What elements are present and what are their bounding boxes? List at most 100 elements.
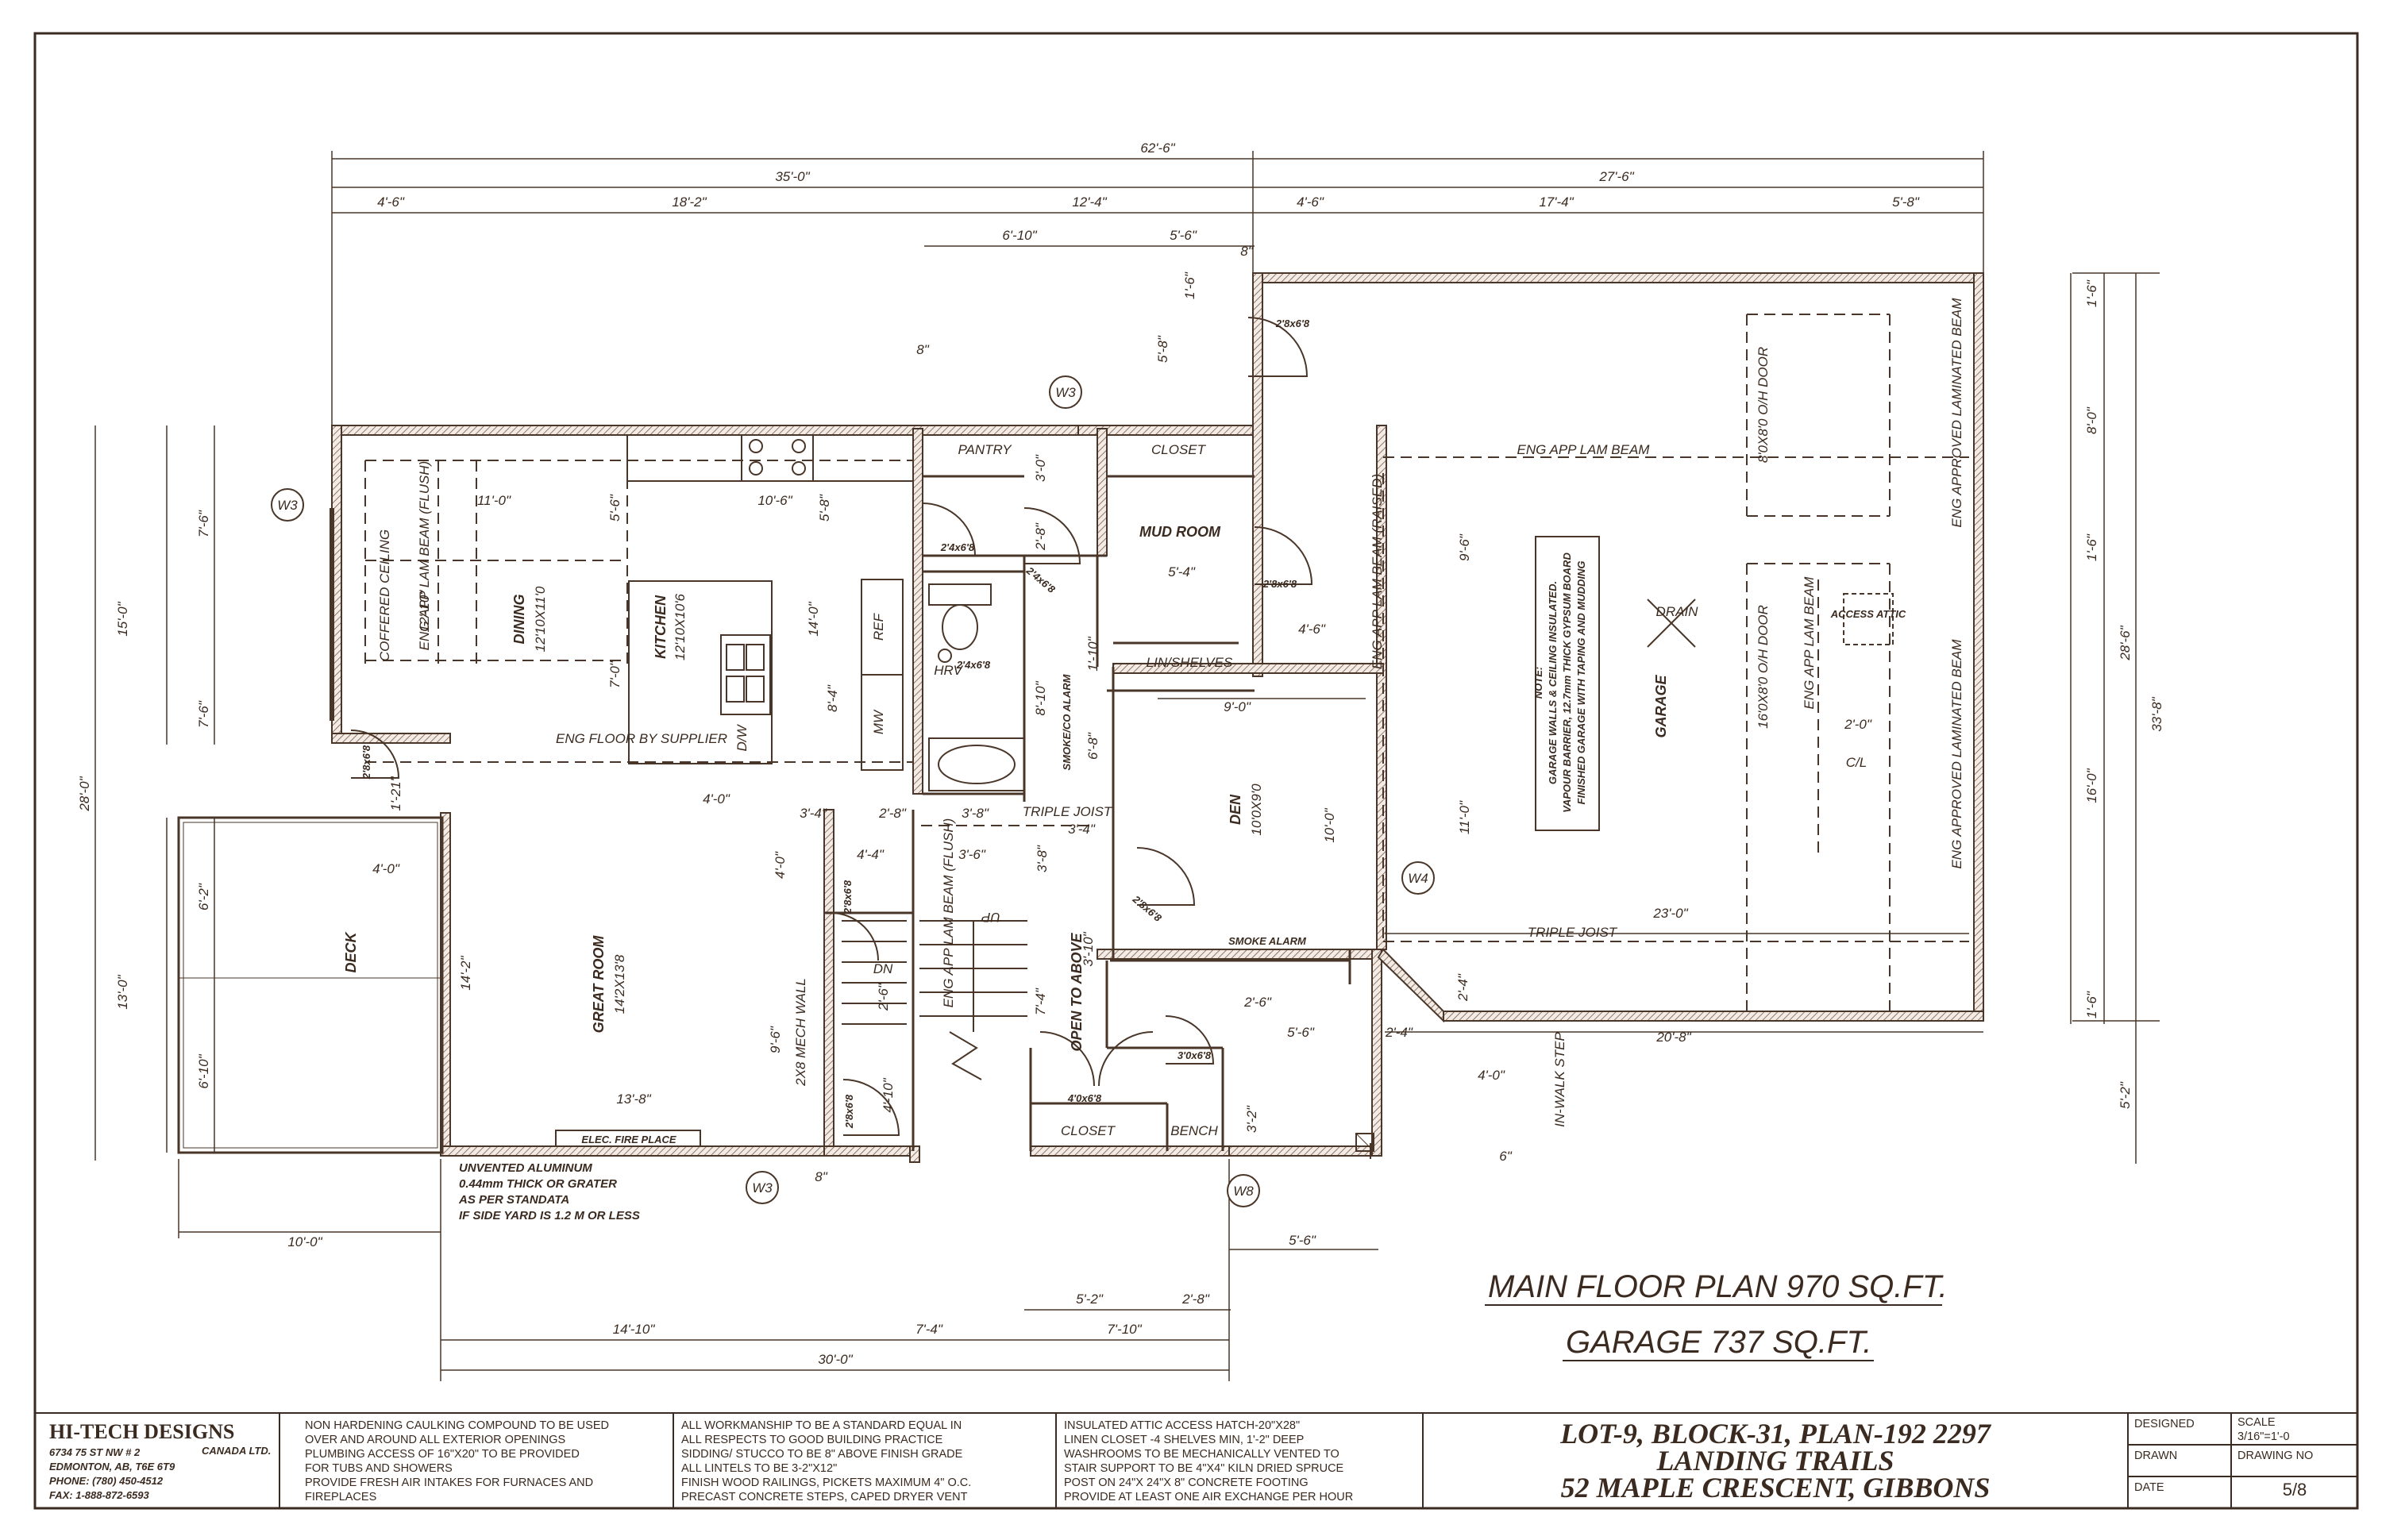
dim-11-0: 11'-0": [477, 493, 511, 508]
beam-door1: 8'0X8'0 O/H DOOR: [1756, 347, 1771, 463]
dim-6-8: 6'-8": [1085, 732, 1100, 760]
notes-col3-3: WASHROOMS TO BE MECHANICALLY VENTED TO: [1064, 1448, 1339, 1461]
dim-1-21: 1'-21": [388, 776, 403, 810]
dim-20-8: 20'-8": [1655, 1030, 1691, 1045]
dim-5-6-bottom: 5'-6": [1289, 1233, 1316, 1248]
notes-col3-1: INSULATED ATTIC ACCESS HATCH-20"X28": [1064, 1419, 1300, 1432]
beam-triple-joist2: TRIPLE JOIST: [1528, 925, 1618, 940]
dim-4-0-step: 4'-0": [1478, 1068, 1505, 1083]
window-tag-w4: [1401, 861, 1435, 895]
dim-8-mech: 8": [815, 1169, 827, 1184]
notes-col3-6: PROVIDE AT LEAST ONE AIR EXCHANGE PER HO…: [1064, 1491, 1353, 1503]
dim-3-4: 3'-4": [800, 806, 827, 821]
window-tag-w3c: [746, 1171, 779, 1204]
door-size-5: 2'4x6'8: [956, 659, 991, 671]
project-lot: LOT-9, BLOCK-31, PLAN-192 2297: [1559, 1418, 1992, 1450]
dim-12-10: 12'-10": [417, 590, 432, 633]
door-size-10: 4'0x6'8: [1067, 1092, 1102, 1104]
beam-eng-approved-r1: ENG APPROVED LAMINATED BEAM: [1949, 298, 1964, 528]
dim-15-0: 15'-0": [115, 601, 130, 636]
dim-8-0: 8'-0": [2084, 406, 2099, 434]
dim-7-0: 7'-0": [607, 660, 622, 688]
dim-2-8-bottom: 2'-8": [1181, 1292, 1210, 1307]
notes-col2-5: FINISH WOOD RAILINGS, PICKETS MAXIMUM 4"…: [681, 1476, 971, 1489]
label-open-above: OPEN TO ABOVE: [1069, 932, 1085, 1051]
garage-note-line-4: FINISHED GARAGE WITH TAPING AND MUDDING: [1575, 561, 1587, 805]
label-mud-room: MUD ROOM: [1139, 524, 1221, 540]
door-size-1: 2'8x6'8: [1275, 318, 1310, 329]
dim-2-4-v: 2'-4": [1455, 973, 1470, 1002]
dim-8-top: 8": [1240, 244, 1253, 259]
dim-10-6: 10'-6": [757, 493, 792, 508]
label-coffered: COFFERED CEILING: [377, 529, 392, 661]
dim-3-2: 3'-2": [1244, 1105, 1259, 1133]
dim-28-6: 28'-6": [2118, 625, 2133, 660]
drawn-label: DRAWN: [2134, 1450, 2177, 1462]
label-smoke: SMOKE ALARM: [1228, 935, 1307, 947]
deck-outline: [177, 816, 444, 1154]
dim-3-0: 3'-0": [1033, 454, 1048, 482]
dim-13-0: 13'-0": [115, 974, 130, 1009]
garage-note-line-3: VAPOUR BARRIER, 12.7mm THICK GYPSUM BOAR…: [1561, 552, 1573, 813]
dim-4-6-mud: 4'-6": [1298, 622, 1326, 637]
designed-label: DESIGNED: [2134, 1418, 2195, 1430]
dim-16-0: 16'-0": [2084, 768, 2099, 803]
notes-col2-4: ALL LINTELS TO BE 3-2"X12": [681, 1462, 837, 1475]
dim-18-2: 18'-2": [672, 194, 707, 210]
summary-main-floor: MAIN FLOOR PLAN 970 SQ.FT.: [1488, 1269, 1948, 1304]
dim-7-6-a: 7'-6": [196, 510, 211, 537]
notes-col1-6: FIREPLACES: [305, 1491, 376, 1503]
drain-symbol: [1647, 599, 1696, 648]
window-tag-w3a: [1049, 375, 1082, 409]
company-sub: CANADA LTD.: [202, 1445, 271, 1457]
label-dining-size: 12'10X11'0: [533, 586, 548, 652]
dim-9-0: 9'-0": [1224, 699, 1251, 714]
dim-3-6: 3'-6": [958, 847, 986, 862]
date-label: DATE: [2134, 1481, 2164, 1494]
window-w8: W8: [1233, 1184, 1254, 1199]
dim-7-4-bottom: 7'-4": [915, 1322, 943, 1337]
window-w3b: W3: [277, 498, 298, 513]
beam-eng-lam-flush: ENG APP LAM BEAM (FLUSH): [417, 461, 432, 651]
drawing-no-value: 5/8: [2283, 1480, 2307, 1500]
dim-1-10: 1'-10": [1085, 636, 1100, 671]
dim-5-6-kit: 5'-6": [607, 494, 622, 522]
label-access-attic: ACCESS ATTIC: [1830, 608, 1906, 620]
label-dn: DN: [873, 961, 893, 976]
dim-2-0: 2'-0": [1844, 717, 1872, 732]
door-size-9: 2'8x6'8: [843, 1094, 855, 1129]
dim-8-pantry: 8": [916, 342, 929, 357]
beam-eng-floor: ENG FLOOR BY SUPPLIER: [556, 731, 727, 746]
drawing-no-label: DRAWING NO: [2237, 1450, 2313, 1462]
dim-14-0: 14'-0": [806, 601, 821, 636]
dim-2-6-closet: 2'-6": [1243, 995, 1272, 1010]
fireplace: [555, 1130, 701, 1147]
company-phone: PHONE: (780) 450-4512: [49, 1475, 164, 1487]
dim-17-4: 17'-4": [1539, 194, 1574, 210]
bath-fixtures: [928, 583, 1025, 791]
label-deck: DECK: [343, 931, 359, 973]
notes-col2-2: ALL RESPECTS TO GOOD BUILDING PRACTICE: [681, 1434, 943, 1446]
garage-note-line-1: NOTE:: [1532, 667, 1544, 699]
dim-7-10: 7'-10": [1107, 1322, 1142, 1337]
dim-right-width: 27'-6": [1598, 169, 1634, 184]
dim-12-4: 12'-4": [1072, 194, 1107, 210]
dim-3-4-b: 3'-4": [1068, 822, 1096, 837]
company-address-2: EDMONTON, AB, T6E 6T9: [49, 1461, 175, 1473]
rail-note-line-2: 0.44mm THICK OR GRATER: [459, 1177, 617, 1191]
dim-7-4: 7'-4": [1033, 988, 1048, 1015]
label-great-room: GREAT ROOM: [591, 935, 607, 1034]
label-ref: REF: [871, 612, 886, 641]
notes-col1-4: FOR TUBS AND SHOWERS: [305, 1462, 453, 1475]
dim-4-0-v: 4'-0": [773, 851, 788, 879]
label-elec-fp: ELEC. FIRE PLACE: [581, 1134, 676, 1145]
beam-triple-joist: TRIPLE JOIST: [1023, 804, 1113, 819]
dim-9-6: 9'-6": [768, 1026, 783, 1053]
dim-6-10-v: 6'-10": [196, 1053, 211, 1088]
label-great-room-size: 14'2X13'8: [612, 954, 627, 1014]
dim-33-8: 33'-8": [2149, 696, 2164, 731]
notes-col3-4: STAIR SUPPORT TO BE 4"X4" KILN DRIED SPR…: [1064, 1462, 1344, 1475]
dim-2-8-hall: 2'-8": [878, 806, 907, 821]
sheet-border: [33, 32, 2359, 1510]
door-size-8: 2'8x6'8: [842, 880, 854, 914]
